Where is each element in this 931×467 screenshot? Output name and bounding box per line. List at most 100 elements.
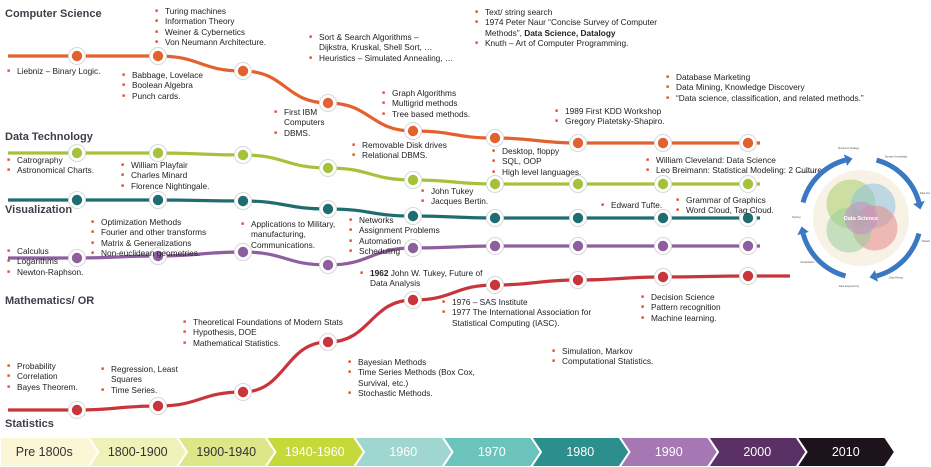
cycle-stage-label: Statistics — [922, 239, 930, 243]
note-vis-4: Edward Tufte. — [601, 200, 662, 211]
note-item: Fourier and other transforms — [91, 227, 206, 238]
note-item: Bayes Theorem. — [7, 382, 78, 393]
note-item: Time Series. — [101, 385, 178, 396]
cycle-stage-label: Data Mining — [889, 276, 903, 280]
note-item: Catrography — [7, 155, 94, 166]
node-vis — [319, 200, 337, 218]
note-item: Boolean Algebra — [122, 80, 203, 91]
timeline-label: 1980 — [566, 445, 595, 459]
note-cs-4: Sort & Search Algorithms –Dijkstra, Krus… — [309, 32, 453, 64]
note-item: Probability — [7, 361, 78, 372]
node-dt — [234, 146, 252, 164]
timeline-label: 2010 — [831, 445, 860, 459]
node-stat — [654, 268, 672, 286]
note-vis-5: Grammar of GraphicsWord Cloud, Tag Cloud… — [676, 195, 774, 216]
track-title-stat: Statistics — [5, 418, 54, 430]
note-item: DBMS. — [274, 128, 325, 139]
note-item: Newton-Raphson. — [7, 267, 83, 278]
note-item: Punch cards. — [122, 91, 203, 102]
note-item: 1976 – SAS Institute — [442, 297, 591, 308]
node-cs — [486, 129, 504, 147]
note-vis-1: Applications to Military,manufacturing,C… — [241, 219, 335, 250]
note-item: 1989 First KDD Workshop — [555, 106, 665, 117]
curve-stat — [8, 274, 790, 412]
node-stat — [739, 267, 757, 285]
track-title-vis: Visualization — [5, 204, 73, 216]
note-cs-3: First IBMComputersDBMS. — [274, 107, 325, 139]
note-item: Sort & Search Algorithms –Dijkstra, Krus… — [309, 32, 453, 53]
cycle-arrowhead — [869, 270, 879, 282]
timeline-segment — [706, 437, 808, 467]
note-item: Relational DBMS. — [352, 150, 447, 161]
note-cs-7: 1989 First KDD WorkshopGregory Piatetsky… — [555, 106, 665, 127]
note-item: Charles Minard — [121, 170, 209, 181]
note-item: Information Theory — [155, 16, 266, 27]
note-item: Leo Breimann: Statistical Modeling: 2 Cu… — [646, 165, 826, 176]
note-stat-3: Bayesian MethodsTime Series Methods (Box… — [348, 357, 475, 399]
note-item: Word Cloud, Tag Cloud. — [676, 205, 774, 216]
cycle-arrowhead — [913, 200, 925, 210]
note-math-3: Decision SciencePattern recognitionMachi… — [641, 292, 721, 324]
timeline-segment — [87, 437, 189, 467]
note-item: Logarithms — [7, 256, 83, 267]
node-vis — [149, 191, 167, 209]
note-item: Astronomical Charts. — [7, 165, 94, 176]
note-item: Mathematical Statistics. — [183, 338, 343, 349]
cycle-stage-label: Domain Knowledge — [885, 154, 908, 158]
node-math — [739, 237, 757, 255]
note-cs-0: Liebniz – Binary Logic. — [7, 66, 100, 77]
cycle-arrow — [800, 157, 847, 204]
note-item: Heuristics – Simulated Annealing, … — [309, 53, 453, 64]
note-item: Applications to Military,manufacturing,C… — [241, 219, 335, 250]
node-cs — [739, 134, 757, 152]
note-item: Desktop, floppy — [492, 146, 581, 157]
note-item: Bayesian Methods — [348, 357, 475, 368]
note-item: Von Neumann Architecture. — [155, 37, 266, 48]
node-dt — [654, 175, 672, 193]
node-stat — [569, 271, 587, 289]
note-item: Automation — [349, 236, 440, 247]
node-dt — [569, 175, 587, 193]
note-math-2: 1976 – SAS Institute1977 The Internation… — [442, 297, 591, 328]
cycle-center-label: Data Science — [844, 216, 878, 222]
node-vis — [654, 209, 672, 227]
note-item: Liebniz – Binary Logic. — [7, 66, 100, 77]
note-item: Database Marketing — [666, 72, 864, 83]
timeline-segment — [795, 437, 897, 467]
node-cs — [149, 47, 167, 65]
node-dt — [404, 171, 422, 189]
node-vis — [68, 191, 86, 209]
note-item: Optimization Methods — [91, 217, 206, 228]
note-item: Networks — [349, 215, 440, 226]
node-dt — [149, 144, 167, 162]
note-item: Weiner & Cybernetics — [155, 27, 266, 38]
cycle-venn-circle — [844, 201, 878, 235]
note-cs-5: Graph AlgorithmsMultigrid methodsTree ba… — [382, 88, 470, 120]
note-cs-6: Text/ string search1974 Peter Naur “Conc… — [475, 7, 657, 49]
cycle-stage-label: Business Strategy — [838, 146, 860, 150]
cycle-arrowhead — [797, 226, 809, 236]
note-item: Multigrid methods — [382, 98, 470, 109]
track-title-math: Mathematics/ OR — [5, 295, 95, 307]
node-math — [569, 237, 587, 255]
cycle-arrow — [875, 232, 922, 279]
note-item: William Cleveland: Data Science — [646, 155, 826, 166]
note-dt-0: CatrographyAstronomical Charts. — [7, 155, 94, 176]
node-vis — [569, 209, 587, 227]
timeline-label: 1800-1900 — [107, 445, 168, 459]
note-item: Knuth – Art of Computer Programming. — [475, 38, 657, 49]
timeline-segment — [529, 437, 631, 467]
timeline-segment — [264, 437, 366, 467]
note-dt-2: Removable Disk drivesRelational DBMS. — [352, 140, 447, 161]
track-title-dt: Data Technology — [5, 131, 93, 143]
node-math — [654, 237, 672, 255]
note-item: Florence Nightingale. — [121, 181, 209, 192]
note-item: Edward Tufte. — [601, 200, 662, 211]
timeline-label: 1940-1960 — [284, 445, 345, 459]
note-item: Assignment Problems — [349, 225, 440, 236]
note-item: Theoretical Foundations of Modern Stats — [183, 317, 343, 328]
timeline-segment — [618, 437, 720, 467]
